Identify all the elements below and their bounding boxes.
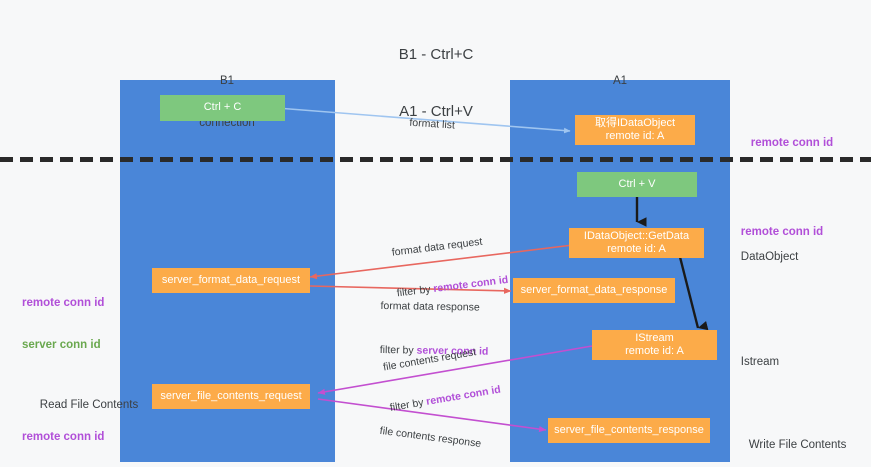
side-label-read-file-contents: Read File Contents xyxy=(39,399,139,411)
box-idataobject[interactable]: 取得IDataObject remote id: A xyxy=(575,115,695,145)
edge-label-file-contents-request-main: file contents request xyxy=(382,346,477,374)
legend-bottom: remote conn id server conn id xyxy=(22,402,104,467)
box-server-format-data-response-label: server_format_data_response xyxy=(520,283,668,296)
edge-label-format-data-response-main: format data response xyxy=(380,299,480,314)
box-ctrl-v-label: Ctrl + V xyxy=(618,177,656,190)
legend-mid-remote: remote conn id xyxy=(22,297,105,309)
edge-label-format-list: format list xyxy=(409,116,456,132)
side-label-istream: Istream xyxy=(740,356,780,368)
side-label-dataobject: DataObject xyxy=(740,251,799,263)
box-ctrl-v[interactable]: Ctrl + V xyxy=(577,172,697,197)
box-server-file-contents-request[interactable]: server_file_contents_request xyxy=(152,384,310,409)
box-ctrl-c-label: Ctrl + C xyxy=(203,101,242,114)
box-server-format-data-response[interactable]: server_format_data_response xyxy=(513,278,675,303)
box-idataobject-line2: remote id: A xyxy=(605,130,665,142)
side-label-remote-conn-id-top: remote conn id xyxy=(750,137,834,149)
box-server-file-contents-request-label: server_file_contents_request xyxy=(160,389,302,402)
side-label-write-file-contents: Write File Contents xyxy=(748,439,847,451)
column-header-a1-line1: A1 xyxy=(612,75,628,87)
box-idataobject-getdata[interactable]: IDataObject::GetData remote id: A xyxy=(569,228,704,258)
box-server-format-data-request-label: server_format_data_request xyxy=(161,273,301,286)
edge-label-file-contents-response-main: file contents response xyxy=(379,424,482,451)
box-idataobject-line1: 取得IDataObject xyxy=(594,116,676,129)
box-istream-line2: remote id: A xyxy=(625,345,684,357)
legend-mid-server: server conn id xyxy=(22,339,101,351)
side-label-remote-conn-id-mid: remote conn id xyxy=(740,226,824,238)
box-server-file-contents-response-label: server_file_contents_response xyxy=(554,423,704,436)
legend-mid: remote conn id server conn id xyxy=(22,268,104,380)
section-divider xyxy=(0,157,871,162)
box-istream[interactable]: IStream remote id: A xyxy=(592,330,717,360)
box-ctrl-c[interactable]: Ctrl + C xyxy=(160,95,285,121)
legend-bottom-remote: remote conn id xyxy=(22,431,105,443)
box-server-format-data-request[interactable]: server_format_data_request xyxy=(152,268,310,293)
page-title-line1: B1 - Ctrl+C xyxy=(398,46,474,63)
key-remote-conn-id: remote conn id xyxy=(425,383,502,408)
box-istream-line1: IStream xyxy=(635,331,674,344)
column-header-b1-line1: B1 xyxy=(219,75,235,87)
box-getdata-line2: remote id: A xyxy=(607,243,666,255)
edge-label-format-data-request-main: format data request xyxy=(391,235,484,259)
box-getdata-line1: IDataObject::GetData xyxy=(583,229,690,242)
box-server-file-contents-response[interactable]: server_file_contents_response xyxy=(548,418,710,443)
